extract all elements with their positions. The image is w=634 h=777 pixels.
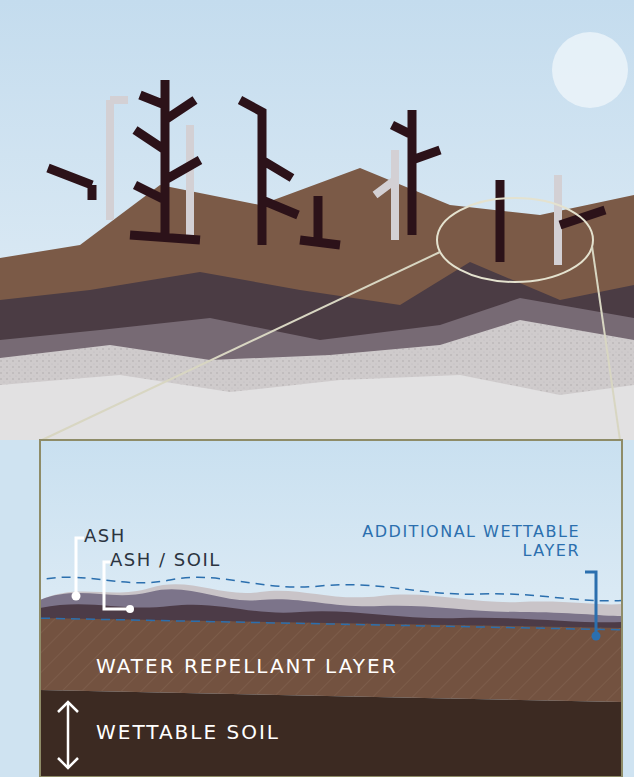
wettable-layer-label: ADDITIONAL WETTABLE LAYER [330,522,580,560]
layer-name: WETTABLE SOIL [96,720,282,744]
soil-layer-band: WATER REPELLANT LAYER [90,650,406,682]
soil-layer-band: WETTABLE SOIL [90,716,288,748]
layer-name: WATER REPELLANT LAYER [96,654,400,678]
ash-label: ASH [84,525,126,547]
ash-label: ASH / SOIL [110,549,221,571]
